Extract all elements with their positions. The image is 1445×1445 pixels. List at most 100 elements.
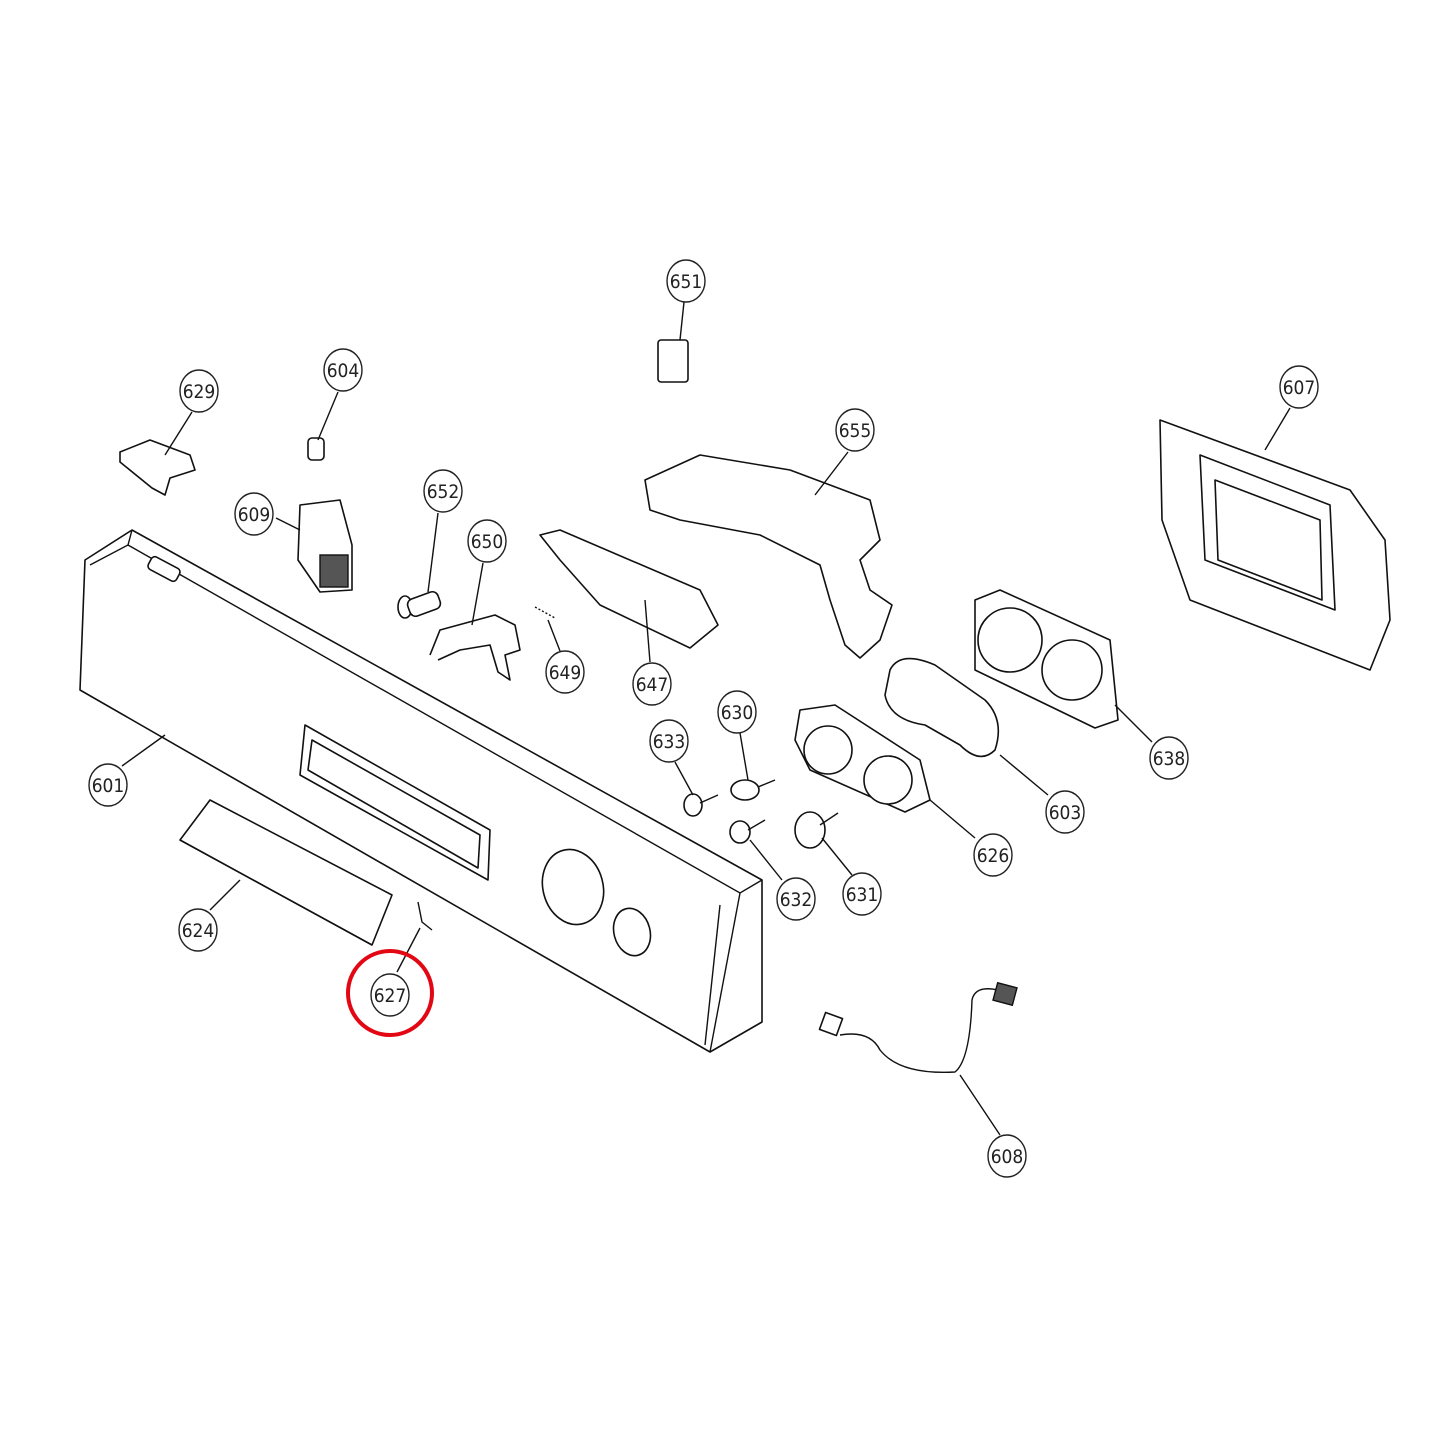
callout-number: 647 — [636, 674, 669, 696]
callout-652: 652 — [423, 469, 463, 593]
callout-bubble — [649, 719, 689, 763]
part-631 — [794, 811, 839, 849]
leader-line — [396, 927, 421, 973]
callout-bubble — [467, 519, 507, 563]
part-603 — [884, 657, 1000, 758]
leader-line — [1264, 407, 1291, 451]
part-607-control-module — [1159, 419, 1391, 671]
part-649 — [534, 606, 556, 619]
leader-line — [674, 761, 694, 796]
callout-624: 624 — [178, 879, 241, 952]
callout-number: 630 — [721, 702, 754, 724]
callout-number: 607 — [1283, 377, 1316, 399]
leader-line — [821, 837, 853, 876]
callout-bubble — [717, 690, 757, 734]
callout-633: 633 — [649, 719, 694, 796]
part-627 — [417, 901, 433, 931]
callout-number: 629 — [183, 381, 216, 403]
part-630 — [730, 779, 776, 801]
callout-number: 655 — [839, 420, 872, 442]
callout-number: 604 — [327, 360, 360, 382]
callout-number: 638 — [1153, 748, 1186, 770]
callout-bubble — [234, 492, 274, 536]
callout-631: 631 — [821, 837, 882, 916]
callout-649: 649 — [545, 619, 585, 694]
part-629 — [119, 439, 196, 496]
callout-bubble — [973, 833, 1013, 877]
part-651 — [657, 339, 689, 383]
callout-bubble — [1045, 790, 1085, 834]
leader-line — [471, 562, 484, 626]
callout-609: 609 — [234, 492, 301, 536]
callout-bubble — [179, 369, 219, 413]
leader-line — [644, 599, 651, 663]
callout-630: 630 — [717, 690, 757, 781]
callout-bubble — [1279, 365, 1319, 409]
callout-number: 632 — [780, 889, 813, 911]
callout-650: 650 — [467, 519, 507, 626]
leader-line — [317, 391, 339, 441]
part-655 — [644, 454, 893, 659]
callout-647: 647 — [632, 599, 672, 706]
callout-number: 627 — [374, 985, 407, 1007]
callout-bubble — [423, 469, 463, 513]
callout-608: 608 — [959, 1074, 1027, 1178]
part-650 — [429, 614, 521, 681]
callout-bubble — [370, 973, 410, 1017]
parts-layer — [79, 339, 1391, 1074]
callout-number: 649 — [549, 662, 582, 684]
callout-604: 604 — [317, 348, 363, 441]
callout-bubble — [88, 763, 128, 807]
part-601-control-panel — [79, 529, 763, 1053]
leader-line — [275, 517, 301, 531]
leader-line — [929, 799, 976, 839]
callout-number: 624 — [182, 920, 215, 942]
leader-line — [679, 301, 685, 341]
part-626 — [794, 704, 931, 813]
leader-line — [739, 732, 749, 781]
leader-line — [164, 411, 193, 456]
callout-bubble — [835, 408, 875, 452]
callout-bubble — [1149, 736, 1189, 780]
callout-bubble — [666, 259, 706, 303]
callout-632: 632 — [749, 839, 816, 921]
callout-number: 603 — [1049, 802, 1082, 824]
leader-line — [209, 879, 241, 911]
callout-number: 608 — [991, 1146, 1024, 1168]
part-632 — [729, 819, 766, 844]
callout-607: 607 — [1264, 365, 1319, 451]
callout-bubble — [323, 348, 363, 392]
part-638 — [974, 589, 1119, 729]
callout-number: 652 — [427, 481, 460, 503]
callout-629: 629 — [164, 369, 219, 456]
callout-bubble — [178, 908, 218, 952]
callout-bubble — [776, 877, 816, 921]
callout-601: 601 — [88, 734, 166, 807]
callout-bubble — [632, 662, 672, 706]
callout-number: 633 — [653, 731, 686, 753]
leader-line — [959, 1074, 1001, 1136]
leader-line — [999, 754, 1049, 796]
part-604 — [307, 437, 325, 461]
leader-line — [1114, 704, 1153, 743]
highlight-ring — [346, 949, 434, 1037]
callout-655: 655 — [814, 408, 875, 496]
callout-603: 603 — [999, 754, 1085, 834]
part-633 — [683, 793, 719, 817]
callout-number: 651 — [670, 271, 703, 293]
callout-627: 627 — [346, 927, 434, 1037]
callout-number: 626 — [977, 845, 1010, 867]
callout-bubble — [987, 1134, 1027, 1178]
leader-line — [749, 839, 783, 881]
callout-651: 651 — [666, 259, 706, 341]
callouts-layer: 651 604 629 607 655 652 609 650 649 647 630 633 601 6… — [88, 259, 1319, 1178]
leader-line — [121, 734, 166, 767]
callout-number: 609 — [238, 504, 271, 526]
leader-line — [547, 619, 561, 652]
callout-bubble — [545, 650, 585, 694]
callout-626: 626 — [929, 799, 1013, 877]
callout-bubble — [842, 872, 882, 916]
part-647 — [539, 529, 719, 649]
